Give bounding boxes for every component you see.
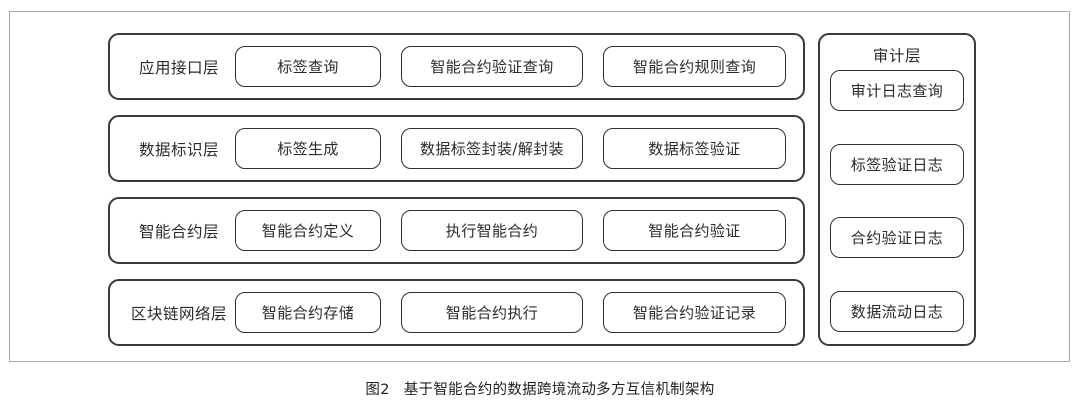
audit-pill[interactable]: 审计日志查询 bbox=[830, 70, 964, 111]
audit-layer-panel: 审计层 审计日志查询 标签验证日志 合约验证日志 数据流动日志 bbox=[818, 33, 976, 346]
module-pill[interactable]: 执行智能合约 bbox=[401, 210, 583, 251]
module-pill[interactable]: 智能合约定义 bbox=[235, 210, 381, 251]
figure-caption-text: 基于智能合约的数据跨境流动多方互信机制架构 bbox=[403, 382, 715, 398]
module-pill[interactable]: 标签生成 bbox=[235, 128, 381, 169]
module-pill[interactable]: 标签查询 bbox=[235, 46, 381, 87]
audit-item-list: 审计日志查询 标签验证日志 合约验证日志 数据流动日志 bbox=[830, 70, 964, 335]
layer-row-smart-contract: 智能合约层 智能合约定义 执行智能合约 智能合约验证 bbox=[108, 197, 805, 264]
layer-row-blockchain-network: 区块链网络层 智能合约存储 智能合约执行 智能合约验证记录 bbox=[108, 279, 805, 346]
layer-label: 区块链网络层 bbox=[130, 304, 227, 323]
audit-panel-title: 审计层 bbox=[872, 47, 922, 65]
figure-caption-number: 图2 bbox=[365, 382, 390, 398]
layer-label: 数据标识层 bbox=[138, 140, 219, 159]
module-pill[interactable]: 数据标签验证 bbox=[603, 128, 786, 169]
module-pill[interactable]: 智能合约验证 bbox=[603, 210, 786, 251]
layer-modules: 智能合约定义 执行智能合约 智能合约验证 bbox=[235, 199, 794, 262]
figure-caption: 图2 基于智能合约的数据跨境流动多方互信机制架构 bbox=[0, 378, 1080, 399]
module-pill[interactable]: 智能合约验证记录 bbox=[603, 292, 786, 333]
module-pill[interactable]: 智能合约执行 bbox=[401, 292, 583, 333]
layer-label: 应用接口层 bbox=[138, 58, 219, 77]
layer-stack: 应用接口层 标签查询 智能合约验证查询 智能合约规则查询 数据标识层 标签生成 … bbox=[108, 33, 805, 346]
layer-modules: 智能合约存储 智能合约执行 智能合约验证记录 bbox=[235, 281, 794, 344]
module-pill[interactable]: 数据标签封装/解封装 bbox=[401, 128, 583, 169]
module-pill[interactable]: 智能合约规则查询 bbox=[603, 46, 786, 87]
module-pill[interactable]: 智能合约存储 bbox=[235, 292, 381, 333]
audit-pill[interactable]: 数据流动日志 bbox=[830, 290, 964, 332]
layer-modules: 标签查询 智能合约验证查询 智能合约规则查询 bbox=[235, 35, 794, 98]
audit-pill[interactable]: 标签验证日志 bbox=[830, 143, 964, 185]
layer-modules: 标签生成 数据标签封装/解封装 数据标签验证 bbox=[235, 117, 794, 180]
layer-row-application: 应用接口层 标签查询 智能合约验证查询 智能合约规则查询 bbox=[108, 33, 805, 100]
layer-label: 智能合约层 bbox=[138, 222, 219, 241]
module-pill[interactable]: 智能合约验证查询 bbox=[401, 46, 583, 87]
layer-row-data-identification: 数据标识层 标签生成 数据标签封装/解封装 数据标签验证 bbox=[108, 115, 805, 182]
audit-pill[interactable]: 合约验证日志 bbox=[830, 217, 964, 259]
